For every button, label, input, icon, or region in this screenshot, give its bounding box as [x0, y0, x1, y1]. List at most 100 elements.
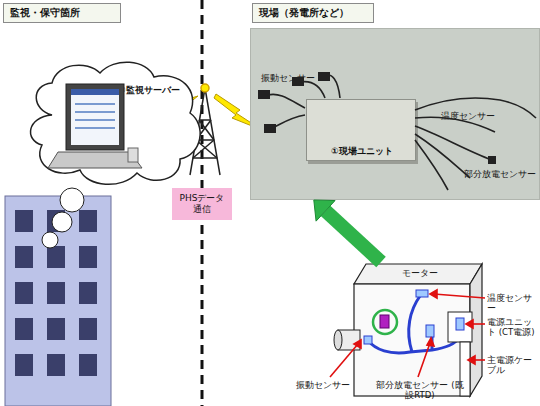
motor-parts — [416, 290, 428, 297]
node-text: 振動センサー — [261, 73, 331, 84]
antenna-tower — [193, 157, 217, 159]
leader-arrow — [470, 323, 485, 325]
motor-parts — [334, 290, 472, 396]
antenna-tower — [199, 119, 211, 121]
leader-arrow — [434, 294, 485, 298]
laptop — [75, 111, 115, 113]
arrow-head — [314, 200, 335, 221]
motor-parts — [334, 330, 342, 350]
sensor-cable — [415, 117, 495, 132]
laptop — [75, 119, 115, 121]
leader-arrow — [427, 338, 434, 346]
part-label: 主電源ケーブル — [487, 355, 540, 375]
antenna-tower — [201, 84, 209, 92]
thought-bubble — [52, 212, 72, 232]
leader-arrow — [354, 340, 361, 348]
node-text: ②監視サーバー — [118, 85, 200, 96]
cloud-shape: ②監視サーバー — [22, 55, 204, 187]
leader-arrow — [468, 356, 475, 364]
node-text: 温度センサー — [441, 111, 511, 122]
location-tag: 監視・保守箇所 — [3, 3, 121, 23]
vibration-sensor — [488, 156, 496, 164]
part-label: 振動センサー — [296, 380, 358, 390]
vibration-sensor — [258, 72, 496, 164]
motor-parts — [426, 325, 434, 337]
cloud-outline — [22, 55, 204, 187]
vibration-sensor — [264, 124, 276, 133]
leader-arrow — [430, 290, 437, 298]
building — [47, 246, 65, 268]
sensor-cable — [268, 94, 305, 108]
laptop — [48, 84, 142, 168]
node-text: ①現場ユニット — [331, 146, 415, 157]
sensor-cable — [415, 126, 492, 160]
node-text: PHSデータ 通信 — [174, 193, 230, 215]
node-text: 部分放電センサー — [464, 169, 540, 180]
vibration-sensor — [258, 90, 270, 99]
laptop — [71, 89, 119, 145]
building — [5, 196, 111, 406]
field-unit: ①現場ユニット — [306, 99, 416, 161]
motor-front — [354, 284, 470, 396]
building — [47, 282, 65, 304]
sensor-cable — [300, 82, 325, 98]
node-text: 監視・保守箇所 — [10, 7, 118, 19]
leader-arrow — [330, 344, 358, 377]
sensor-cable — [268, 75, 536, 190]
motor-top — [354, 264, 482, 284]
thought-bubble — [42, 188, 84, 248]
process-box: PHSデータ 通信 — [172, 188, 232, 220]
vibration-sensor — [318, 72, 330, 81]
motor-parts — [338, 330, 360, 350]
motor-parts — [380, 315, 389, 328]
node-text: モーター — [390, 268, 450, 279]
motor-parts — [448, 312, 472, 342]
node-text: 現場（発電所など） — [259, 7, 371, 19]
sensor-cable — [415, 140, 448, 190]
sensor-cable — [415, 98, 536, 118]
sensor-cable — [415, 134, 470, 178]
motor-parts — [460, 342, 470, 396]
leader-arrow — [472, 359, 485, 361]
leader-arrow — [330, 290, 485, 377]
laptop — [75, 103, 115, 105]
laptop — [75, 127, 115, 129]
building — [79, 318, 97, 340]
motor-parts — [456, 318, 464, 330]
sensor-cable — [324, 75, 340, 98]
building — [15, 246, 33, 268]
sensor-cable — [272, 115, 305, 128]
leader-arrow — [466, 320, 473, 328]
building — [79, 246, 97, 268]
location-tag: 現場（発電所など） — [252, 3, 374, 23]
part-label: 温度センサー — [487, 293, 540, 313]
building — [15, 354, 33, 376]
motor-side — [470, 264, 482, 396]
motor-outline — [352, 262, 484, 398]
photo-panel: 振動センサー温度センサー部分放電センサー ①現場ユニット — [250, 28, 540, 200]
motor-body: モーター — [352, 262, 484, 398]
motor-parts — [364, 336, 372, 344]
building — [47, 354, 65, 376]
vibration-sensor — [292, 77, 304, 86]
building — [47, 318, 65, 340]
thought-bubble — [60, 188, 84, 212]
building — [79, 354, 97, 376]
arrow-shaft — [326, 211, 381, 262]
laptop — [48, 152, 142, 168]
part-label: 電源ユニット (CT電源) — [487, 317, 540, 337]
building — [15, 210, 33, 232]
laptop — [66, 84, 124, 150]
motor-parts — [368, 296, 462, 353]
laptop — [128, 148, 138, 162]
building — [15, 318, 33, 340]
laptop — [71, 89, 119, 95]
thought-bubble — [42, 232, 58, 248]
building — [79, 282, 97, 304]
building — [79, 210, 97, 232]
motor-parts — [373, 310, 397, 334]
leader-arrow — [418, 343, 430, 377]
building — [15, 282, 33, 304]
